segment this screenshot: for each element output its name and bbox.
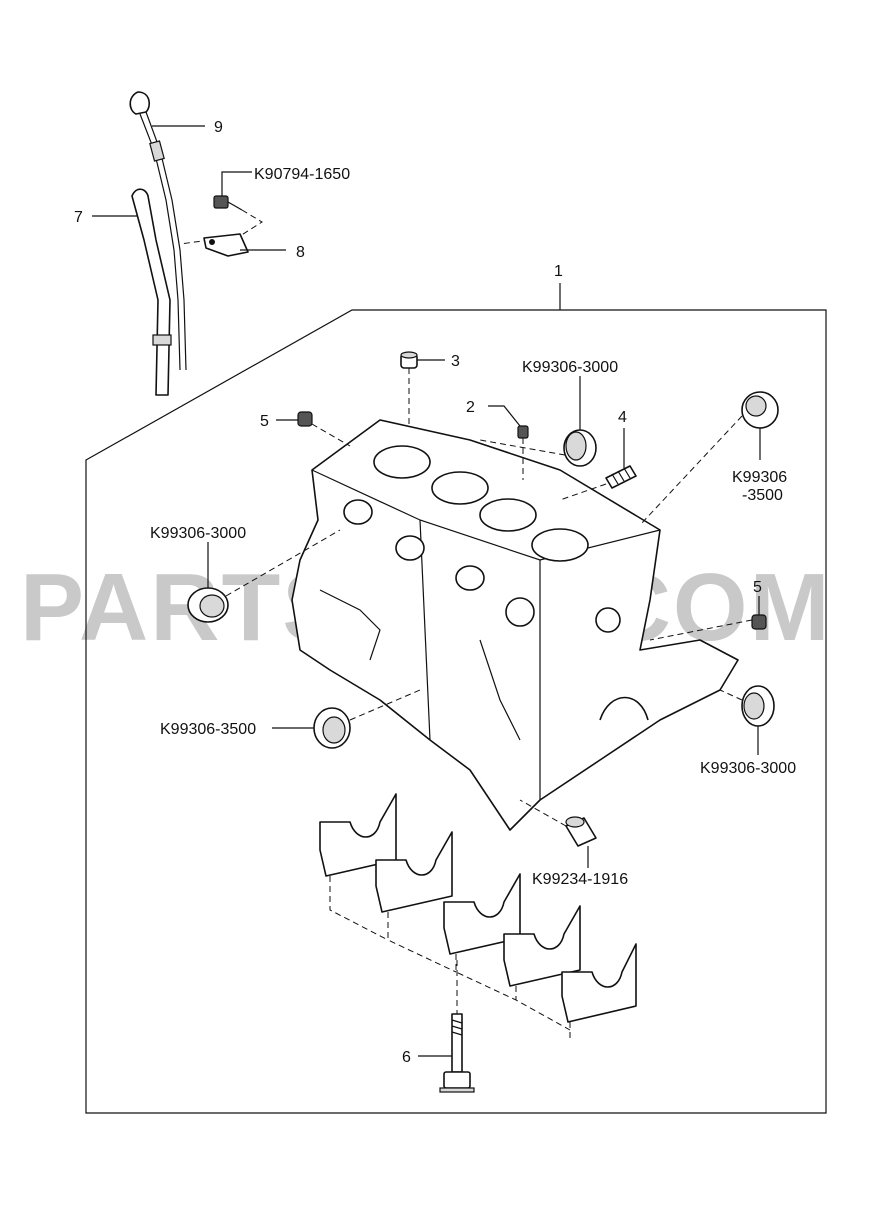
- callout-k90794-1650: K90794-1650: [254, 166, 350, 183]
- dowel-k99234[interactable]: [565, 816, 597, 847]
- stud-4[interactable]: [605, 465, 637, 489]
- seal-k99306-3000-left[interactable]: [187, 587, 229, 623]
- bearing-caps[interactable]: [319, 793, 637, 1023]
- callout-8: 8: [296, 244, 305, 261]
- callout-5-upper: 5: [260, 413, 269, 430]
- callout-k99306-3500-right-line1: K99306: [732, 469, 787, 486]
- main-bearing-bolt[interactable]: [439, 1013, 475, 1093]
- plug-k99306-3500-right[interactable]: [741, 391, 779, 429]
- dowel-3[interactable]: [400, 351, 418, 369]
- dash-plug-right: [639, 415, 743, 526]
- dash-seal-bottom: [349, 689, 421, 721]
- seal-k99306-3500-bottom[interactable]: [313, 707, 351, 749]
- dash-bolt-bracket: [179, 209, 263, 245]
- bolt-k90794[interactable]: [213, 195, 243, 211]
- dash-seal-left: [225, 529, 341, 597]
- callout-k99306-3500-right-line2: -3500: [742, 487, 783, 504]
- pin-2[interactable]: [517, 425, 529, 439]
- seal-k99306-3000-top[interactable]: [563, 429, 597, 467]
- leader-2: [488, 405, 521, 427]
- dipstick[interactable]: [129, 91, 187, 371]
- callout-3: 3: [451, 353, 460, 370]
- dash-4: [559, 483, 607, 501]
- callout-k99306-3500-bottom: K99306-3500: [160, 721, 256, 738]
- dash-seal-right: [719, 689, 743, 701]
- dash-dowel: [519, 799, 567, 827]
- callout-2: 2: [466, 399, 475, 416]
- plug-5-upper[interactable]: [297, 411, 313, 427]
- seal-k99306-3000-right[interactable]: [741, 685, 775, 727]
- callout-k99306-3000-left: K99306-3000: [150, 525, 246, 542]
- leader-k90794: [221, 171, 252, 196]
- dipstick-tube[interactable]: [131, 188, 172, 396]
- cylinder-block[interactable]: [291, 419, 739, 831]
- dash-5a: [311, 423, 351, 447]
- callout-9: 9: [214, 119, 223, 136]
- callout-k99306-3000-right: K99306-3000: [700, 760, 796, 777]
- bracket[interactable]: [203, 233, 249, 257]
- assembly-frame: [85, 309, 827, 1114]
- callout-6: 6: [402, 1049, 411, 1066]
- callout-1: 1: [554, 263, 563, 280]
- callout-5-lower: 5: [753, 579, 762, 596]
- plug-5-lower[interactable]: [751, 614, 767, 630]
- dash-bearing-caps: [329, 876, 571, 1040]
- dash-seal-top: [479, 439, 566, 456]
- callout-k99306-3000-top: K99306-3000: [522, 359, 618, 376]
- dash-5b: [649, 619, 753, 641]
- callout-7: 7: [74, 209, 83, 226]
- callout-k99234-1916: K99234-1916: [532, 871, 628, 888]
- callout-4: 4: [618, 409, 627, 426]
